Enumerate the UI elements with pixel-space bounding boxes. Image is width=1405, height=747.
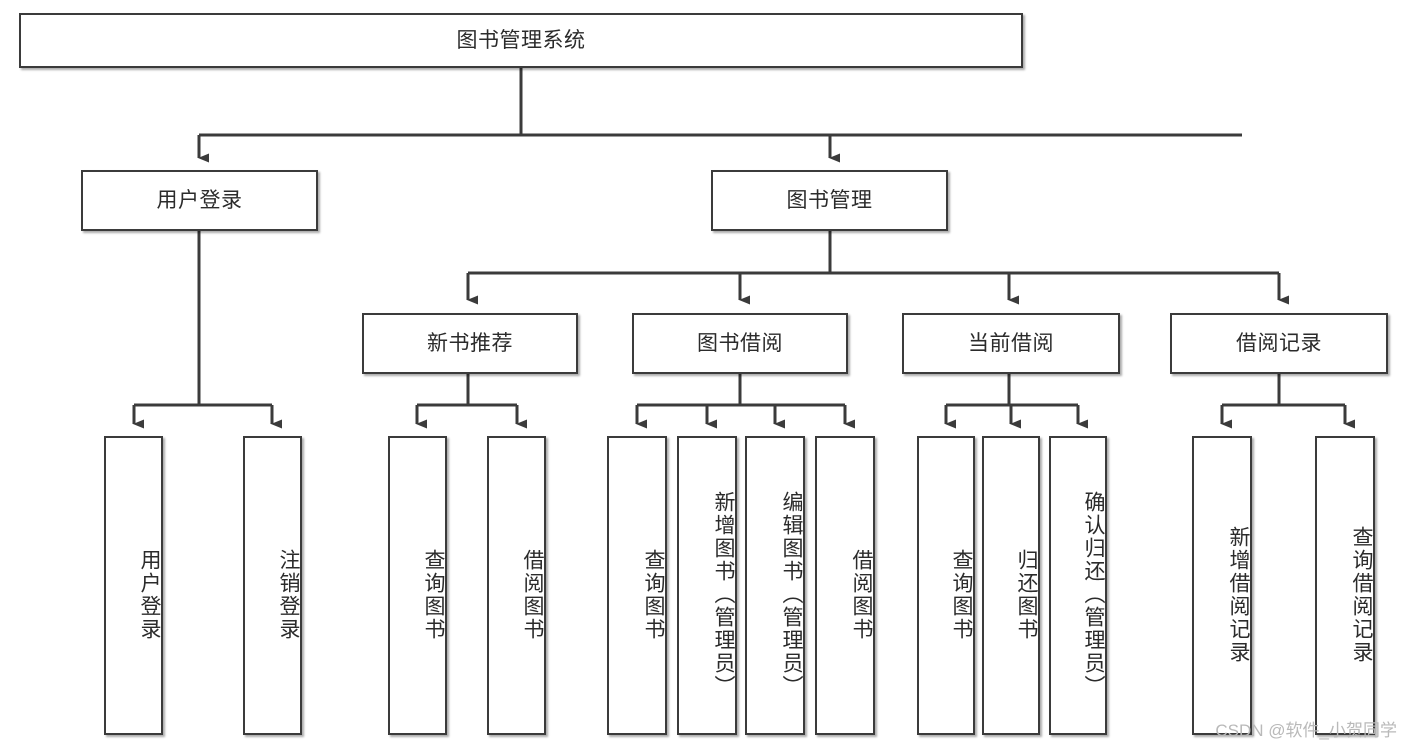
- node-leaf-rec-query-book[interactable]: 查询图书: [388, 436, 447, 735]
- node-leaf-rec-borrow-book[interactable]: 借阅图书: [487, 436, 546, 735]
- node-leaf-cb-return-book-label: 归还图书: [1015, 548, 1038, 641]
- node-new-book-rec[interactable]: 新书推荐: [362, 313, 578, 374]
- node-leaf-br-query-record[interactable]: 查询借阅记录: [1315, 436, 1375, 735]
- node-leaf-user-logout-label: 注销登录: [277, 548, 300, 641]
- node-borrow-record-label: 借阅记录: [1236, 331, 1322, 355]
- node-leaf-cb-confirm-return-label: 确认归还（管理员）: [1082, 491, 1105, 698]
- node-leaf-bb-edit-book-label: 编辑图书（管理员）: [780, 491, 803, 698]
- node-new-book-rec-label: 新书推荐: [427, 331, 513, 355]
- node-leaf-bb-query-book-label: 查询图书: [642, 548, 665, 641]
- node-borrow-record[interactable]: 借阅记录: [1170, 313, 1388, 374]
- node-leaf-bb-borrow-book[interactable]: 借阅图书: [815, 436, 875, 735]
- csdn-watermark: CSDN @软件_小贺同学: [1215, 721, 1397, 740]
- node-leaf-rec-query-book-label: 查询图书: [422, 548, 445, 641]
- node-leaf-rec-borrow-book-label: 借阅图书: [521, 548, 544, 641]
- node-leaf-bb-query-book[interactable]: 查询图书: [607, 436, 667, 735]
- node-book-manage-label: 图书管理: [786, 188, 873, 212]
- node-leaf-br-add-record-label: 新增借阅记录: [1227, 525, 1250, 664]
- node-leaf-br-query-record-label: 查询借阅记录: [1350, 525, 1373, 664]
- node-book-borrow-label: 图书借阅: [697, 331, 783, 355]
- node-leaf-cb-query-book-label: 查询图书: [950, 548, 973, 641]
- node-leaf-cb-return-book[interactable]: 归还图书: [982, 436, 1040, 735]
- node-user-login[interactable]: 用户登录: [81, 170, 318, 231]
- node-leaf-br-add-record[interactable]: 新增借阅记录: [1192, 436, 1252, 735]
- node-root-label: 图书管理系统: [456, 28, 586, 52]
- node-leaf-user-login[interactable]: 用户登录: [104, 436, 163, 735]
- node-current-borrow[interactable]: 当前借阅: [902, 313, 1120, 374]
- node-current-borrow-label: 当前借阅: [968, 331, 1054, 355]
- node-leaf-cb-query-book[interactable]: 查询图书: [917, 436, 975, 735]
- node-leaf-bb-add-book[interactable]: 新增图书（管理员）: [677, 436, 737, 735]
- node-leaf-bb-borrow-book-label: 借阅图书: [850, 548, 873, 641]
- node-root-system[interactable]: 图书管理系统: [19, 13, 1023, 68]
- node-user-login-label: 用户登录: [156, 188, 243, 212]
- node-book-manage[interactable]: 图书管理: [711, 170, 948, 231]
- node-leaf-bb-add-book-label: 新增图书（管理员）: [712, 491, 735, 698]
- node-leaf-cb-confirm-return[interactable]: 确认归还（管理员）: [1049, 436, 1107, 735]
- node-book-borrow[interactable]: 图书借阅: [632, 313, 848, 374]
- node-leaf-bb-edit-book[interactable]: 编辑图书（管理员）: [745, 436, 805, 735]
- node-leaf-user-login-label: 用户登录: [138, 548, 161, 641]
- node-leaf-user-logout[interactable]: 注销登录: [243, 436, 302, 735]
